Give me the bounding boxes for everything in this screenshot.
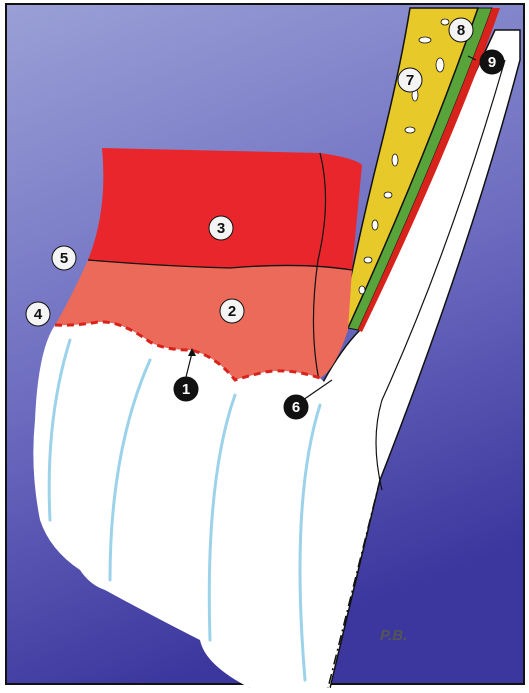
callout-8: 8 [449, 18, 473, 42]
callout-number: 3 [217, 220, 225, 237]
artist-signature: P.B. [380, 627, 407, 644]
callout-number: 9 [488, 54, 496, 71]
callout-4: 4 [26, 302, 50, 326]
callout-number: 8 [457, 22, 465, 39]
callout-2: 2 [220, 299, 244, 323]
gingiva-upper [88, 148, 362, 270]
callout-1: 1 [174, 377, 198, 401]
callout-9: 9 [480, 50, 504, 74]
callout-number: 2 [228, 303, 236, 320]
callout-number: 7 [406, 72, 414, 89]
callout-5: 5 [52, 246, 76, 270]
callout-number: 1 [182, 381, 190, 398]
callout-number: 6 [292, 399, 300, 416]
callout-3: 3 [209, 216, 233, 240]
callout-6: 6 [284, 395, 308, 419]
callout-7: 7 [398, 68, 422, 92]
callout-number: 5 [60, 250, 68, 267]
callout-number: 4 [34, 306, 43, 323]
